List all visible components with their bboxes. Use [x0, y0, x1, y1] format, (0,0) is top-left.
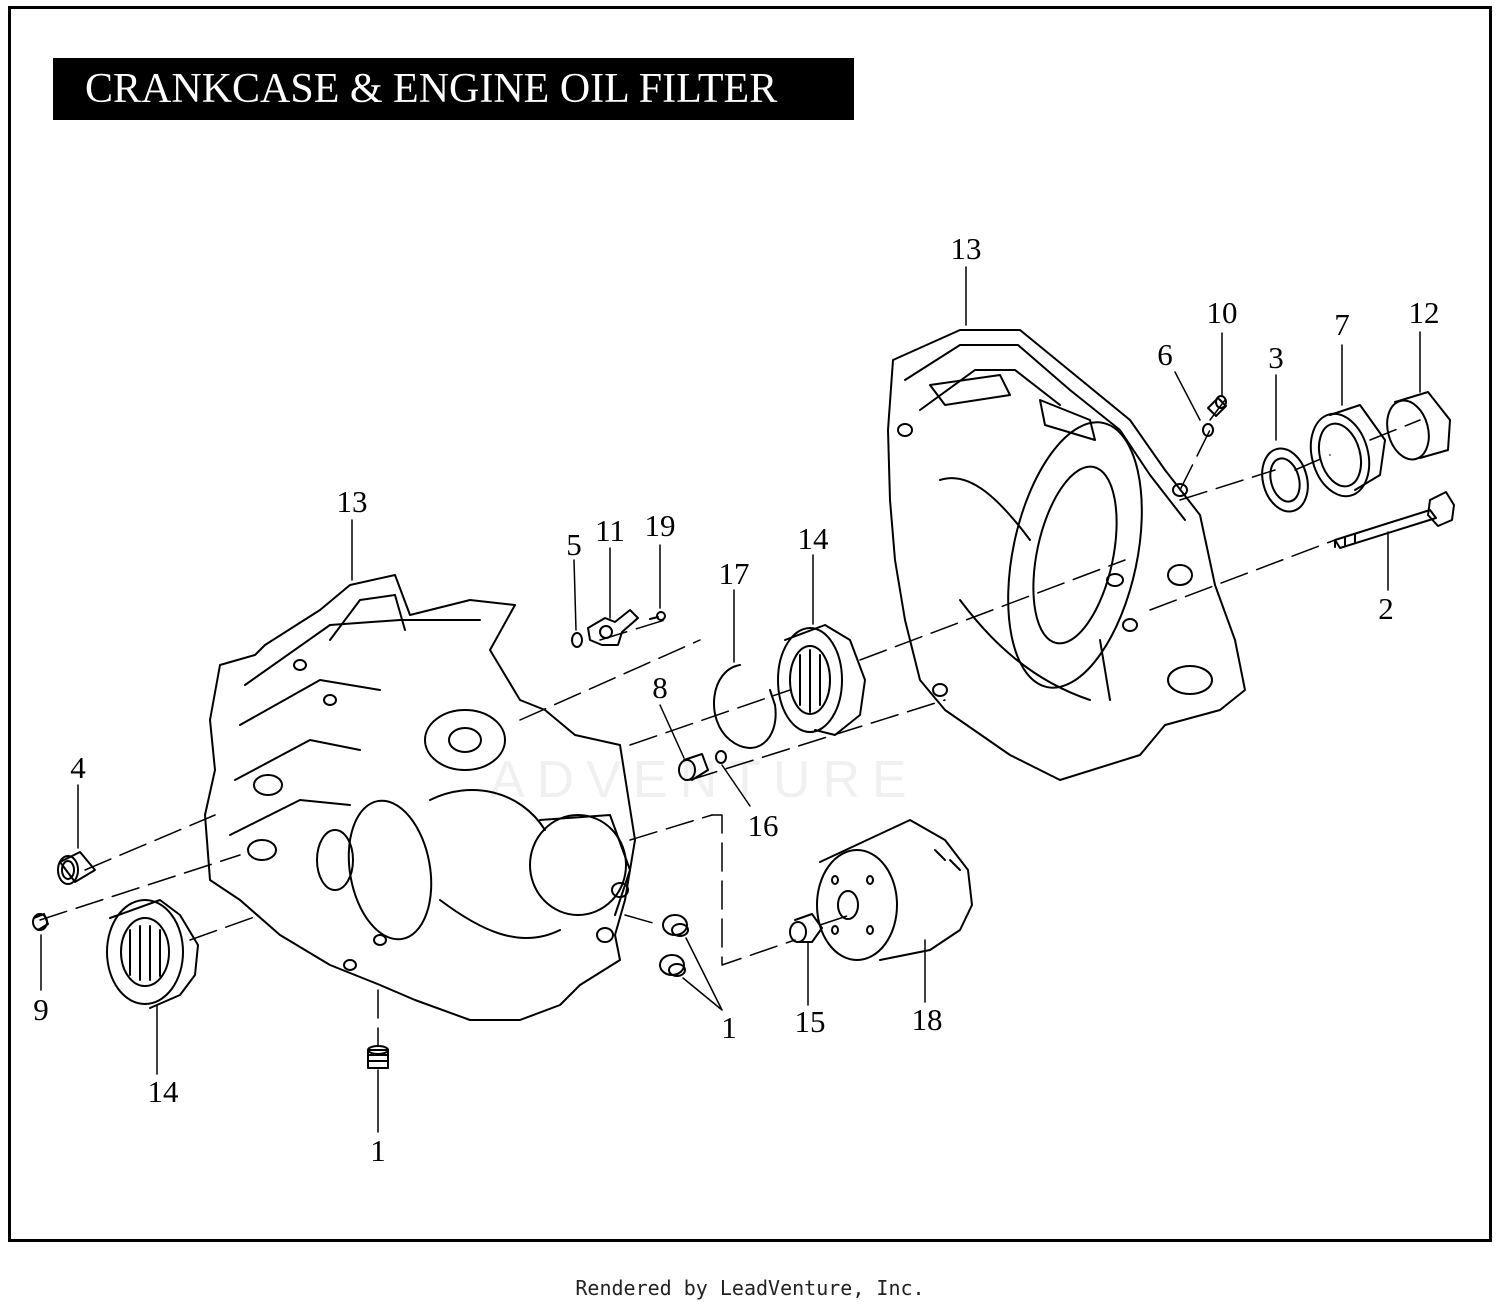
- watermark-text: ADVENTURE: [490, 751, 919, 809]
- part-14-bearing-mid: [777, 624, 866, 736]
- part-5-o-ring: [571, 632, 583, 648]
- part-18-oil-filter: [816, 819, 973, 961]
- part-17-retaining-ring: [713, 664, 777, 749]
- callout-10: 10: [1206, 295, 1238, 330]
- title-bar: CRANKCASE & ENGINE OIL FILTER: [53, 58, 854, 120]
- callout-2: 2: [1378, 591, 1394, 626]
- part-7-bearing: [1309, 404, 1386, 498]
- part-19-screw: [649, 611, 666, 621]
- callout-3: 3: [1268, 340, 1284, 375]
- part-1-plug-bottom: [367, 1045, 389, 1069]
- leader-lines: [40, 266, 1421, 1133]
- page-title: CRANKCASE & ENGINE OIL FILTER: [85, 66, 778, 112]
- diagram-frame: [8, 6, 1492, 1242]
- callout-19: 19: [644, 508, 676, 543]
- part-14-bearing-left: [106, 899, 199, 1009]
- assembly-axis-lines: [39, 399, 1421, 1046]
- part-10-dowel: [1207, 395, 1227, 417]
- callout-15: 15: [794, 1004, 826, 1039]
- part-16-o-ring: [715, 750, 727, 764]
- part-8-bushing: [678, 753, 709, 781]
- callout-16: 16: [747, 808, 779, 843]
- callout-7: 7: [1334, 307, 1350, 342]
- part-11-fitting: [587, 609, 639, 646]
- part-1-plugs-right: [659, 914, 689, 977]
- part-9-dowel: [32, 913, 49, 931]
- callout-14-mid: 14: [797, 521, 829, 556]
- callout-11: 11: [595, 513, 625, 548]
- part-12-sleeve: [1386, 391, 1451, 461]
- part-6-o-ring: [1202, 423, 1214, 437]
- part-15-fitting: [789, 913, 823, 943]
- callout-6: 6: [1157, 337, 1173, 372]
- callout-4: 4: [70, 750, 86, 785]
- callout-5: 5: [566, 527, 582, 562]
- callout-18: 18: [911, 1002, 943, 1037]
- callout-1-bottom: 1: [370, 1133, 386, 1168]
- callout-14-bottom: 14: [147, 1074, 179, 1109]
- callout-13-top: 13: [950, 231, 982, 266]
- right-crankcase-half: [887, 329, 1246, 781]
- callout-9: 9: [33, 992, 49, 1027]
- callout-13-left: 13: [336, 484, 368, 519]
- part-3-seal: [1261, 447, 1309, 513]
- callout-8: 8: [652, 670, 668, 705]
- footer-credit: Rendered by LeadVenture, Inc.: [575, 1276, 925, 1300]
- callout-17: 17: [718, 556, 750, 591]
- part-2-bolt: [1334, 491, 1455, 549]
- left-crankcase-half: [204, 574, 636, 1021]
- callout-12: 12: [1408, 295, 1440, 330]
- part-4-needle-bearing: [57, 851, 96, 885]
- callout-1-right: 1: [721, 1010, 737, 1045]
